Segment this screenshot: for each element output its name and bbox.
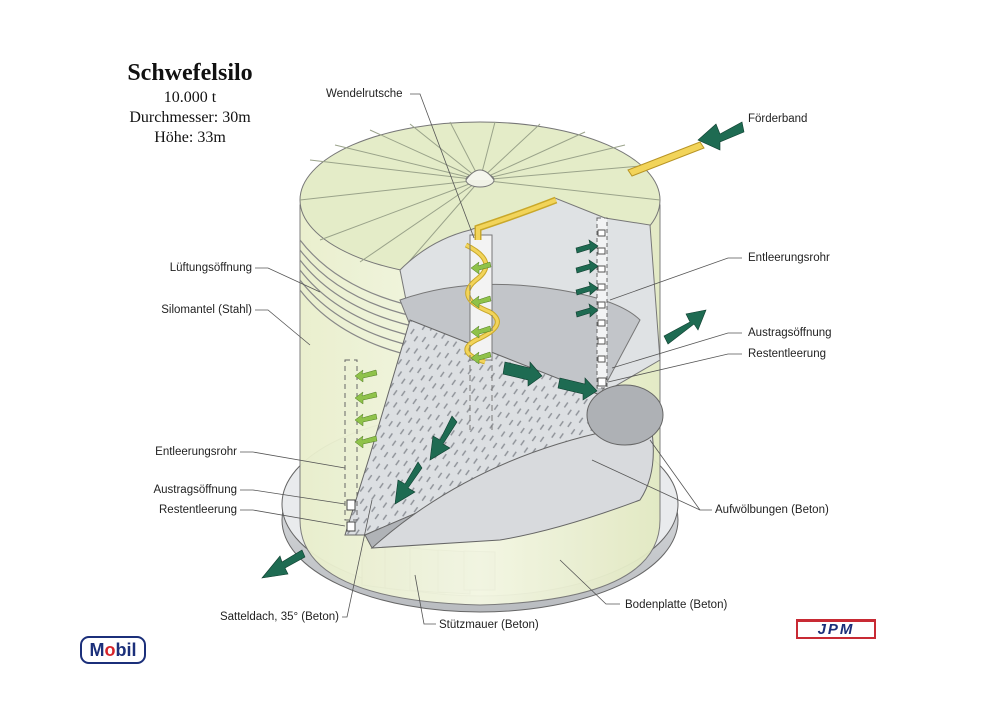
right-discharge-pipe xyxy=(596,217,608,389)
roof-flow-arrow-1 xyxy=(502,361,543,387)
leader-lines xyxy=(240,93,742,625)
label-austragsoeffnung-left: Austragsöffnung xyxy=(153,484,237,496)
label-entleerungsrohr-left: Entleerungsrohr xyxy=(155,446,237,458)
inflow-arrows-light xyxy=(354,261,492,449)
flow-arrows xyxy=(261,121,745,579)
label-lueftungsoeffnung: Lüftungsöffnung xyxy=(169,262,252,274)
title-block: Schwefelsilo 10.000 t Durchmesser: 30m H… xyxy=(100,58,280,148)
jpm-logo: JPM xyxy=(796,619,876,639)
label-wendelrutsche: Wendelrutsche xyxy=(326,88,403,100)
label-austragsoeffnung-right: Austragsöffnung xyxy=(748,327,832,339)
diameter-text: Durchmesser: 30m xyxy=(129,109,251,126)
roof-flow-arrow-3 xyxy=(429,415,458,461)
outflow-right-arrow xyxy=(663,309,707,345)
label-aufwoelbungen: Aufwölbungen (Beton) xyxy=(715,504,829,516)
outflow-left-arrow xyxy=(261,549,306,579)
diagram-title: Schwefelsilo xyxy=(127,60,253,86)
label-foerderband: Förderband xyxy=(748,113,808,125)
height-text: Höhe: 33m xyxy=(154,129,226,146)
label-entleerungsrohr-right: Entleerungsrohr xyxy=(748,252,830,264)
roof-flow-arrow-2 xyxy=(557,377,598,401)
label-bodenplatte: Bodenplatte (Beton) xyxy=(625,599,728,611)
label-restentleerung-left: Restentleerung xyxy=(159,504,237,516)
roof-flow-arrow-4 xyxy=(394,461,423,505)
label-restentleerung-right: Restentleerung xyxy=(748,348,826,360)
conveyor-belt xyxy=(627,141,705,177)
label-satteldach: Satteldach, 35° (Beton) xyxy=(219,611,339,623)
conveyor-inflow-arrow xyxy=(697,121,745,151)
label-stuetzmauer: Stützmauer (Beton) xyxy=(439,619,539,631)
label-silomantel: Silomantel (Stahl) xyxy=(161,304,252,316)
capacity-text: 10.000 t xyxy=(163,89,217,106)
vaults xyxy=(370,384,664,549)
left-discharge-pipe xyxy=(344,359,358,532)
